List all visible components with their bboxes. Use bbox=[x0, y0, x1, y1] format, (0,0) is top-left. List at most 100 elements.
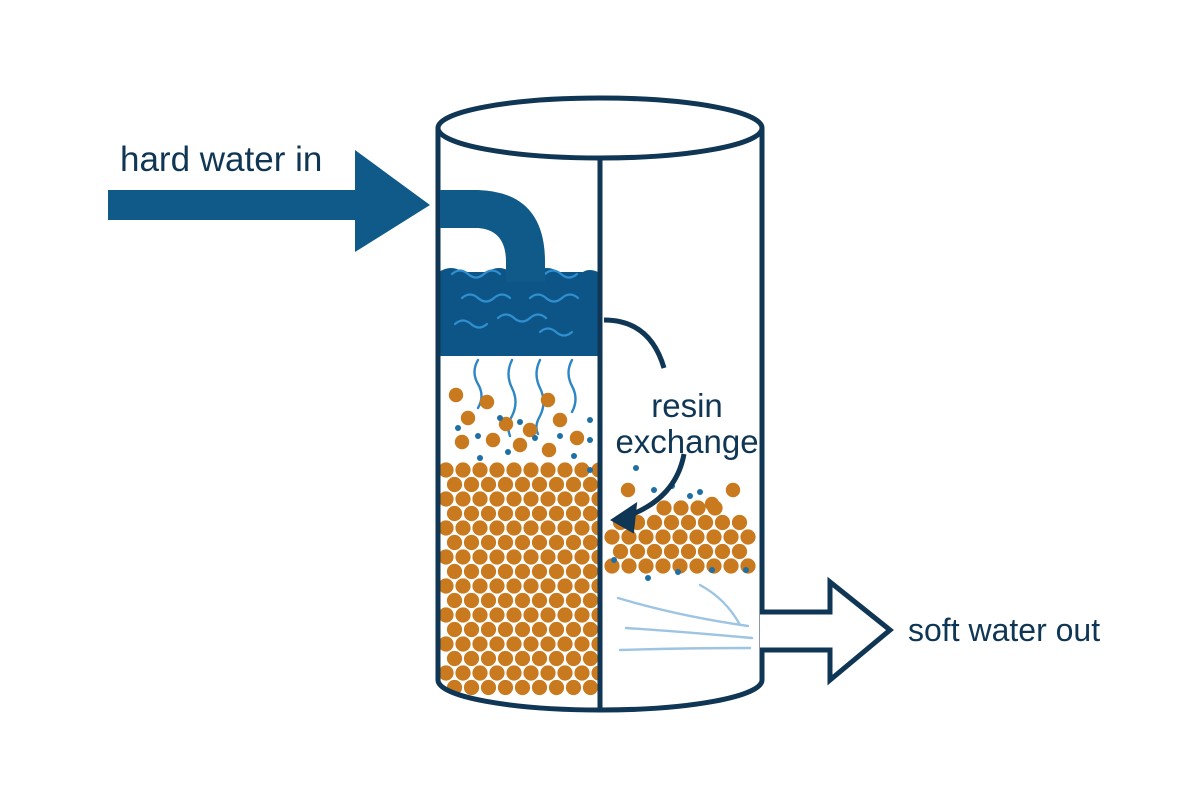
resin-bead bbox=[646, 514, 663, 531]
resin-bead bbox=[620, 482, 636, 498]
resin-bead bbox=[591, 578, 598, 594]
resin-bead bbox=[565, 505, 582, 522]
resin-bead bbox=[697, 514, 714, 531]
resin-exchange-label-line1: resin bbox=[651, 387, 723, 424]
inlet-pipe bbox=[440, 190, 545, 282]
resin-bead bbox=[582, 621, 598, 638]
resin-bead bbox=[514, 563, 531, 580]
resin-bead bbox=[552, 412, 568, 428]
resin-bead bbox=[731, 543, 748, 560]
resin-bead bbox=[548, 592, 565, 609]
resin-bead bbox=[514, 679, 531, 696]
resin-bead bbox=[455, 462, 471, 478]
resin-bead bbox=[663, 543, 680, 560]
ion-dot bbox=[571, 453, 577, 459]
resin-bead bbox=[582, 592, 598, 609]
resin-bead bbox=[574, 578, 590, 594]
resin-bead bbox=[540, 462, 556, 478]
resin-bead bbox=[706, 529, 722, 545]
resin-bead bbox=[548, 534, 565, 551]
resin-bead bbox=[574, 491, 590, 507]
resin-bead bbox=[506, 665, 522, 681]
resin-bead bbox=[472, 520, 488, 536]
resin-bead bbox=[514, 505, 531, 522]
resin-bead bbox=[548, 679, 565, 696]
resin-bead bbox=[480, 563, 497, 580]
inlet-label: hard water in bbox=[120, 140, 323, 179]
resin-bead bbox=[514, 592, 531, 609]
ion-dot bbox=[587, 437, 593, 443]
resin-bead bbox=[621, 558, 637, 574]
resin-bead bbox=[557, 491, 573, 507]
resin-bead bbox=[446, 592, 463, 609]
resin-bead bbox=[531, 563, 548, 580]
resin-bead bbox=[446, 650, 463, 667]
resin-bead bbox=[565, 621, 582, 638]
resin-bead bbox=[714, 543, 731, 560]
resin-bead bbox=[673, 500, 689, 516]
resin-bead bbox=[455, 578, 471, 594]
resin-bead bbox=[439, 520, 454, 536]
resin-bead bbox=[574, 462, 590, 478]
resin-bead bbox=[591, 491, 598, 507]
resin-bead bbox=[512, 437, 528, 453]
resin-bead bbox=[548, 563, 565, 580]
resin-bead bbox=[565, 563, 582, 580]
resin-bead bbox=[446, 505, 463, 522]
resin-bead bbox=[463, 505, 480, 522]
resin-bead bbox=[704, 496, 720, 512]
resin-bead bbox=[463, 563, 480, 580]
resin-bead bbox=[629, 543, 646, 560]
resin-bead bbox=[565, 534, 582, 551]
resin-bead bbox=[638, 529, 654, 545]
resin-bead bbox=[697, 543, 714, 560]
resin-bead bbox=[582, 476, 598, 493]
outlet-arrow bbox=[760, 576, 894, 686]
resin-bed-left bbox=[439, 387, 598, 696]
resin-bead bbox=[506, 520, 522, 536]
resin-bead bbox=[523, 665, 539, 681]
resin-bead bbox=[646, 543, 663, 560]
resin-bead bbox=[689, 558, 705, 574]
resin-bead bbox=[497, 621, 514, 638]
resin-bead bbox=[540, 607, 556, 623]
resin-bead bbox=[463, 650, 480, 667]
resin-bead bbox=[497, 534, 514, 551]
resin-bead bbox=[689, 529, 705, 545]
resin-bead bbox=[690, 500, 706, 516]
resin-bead bbox=[725, 482, 741, 498]
resin-bead bbox=[565, 476, 582, 493]
ion-dot bbox=[687, 493, 693, 499]
resin-bead bbox=[557, 462, 573, 478]
resin-bead bbox=[455, 549, 471, 565]
resin-bead bbox=[523, 578, 539, 594]
resin-bead bbox=[604, 529, 620, 545]
resin-bead bbox=[740, 529, 756, 545]
resin-bead bbox=[655, 529, 671, 545]
resin-bead bbox=[455, 607, 471, 623]
resin-bead bbox=[472, 491, 488, 507]
resin-bead bbox=[498, 416, 514, 432]
resin-bead bbox=[522, 422, 538, 438]
resin-bead bbox=[480, 592, 497, 609]
resin-bead bbox=[656, 500, 672, 516]
ion-dot bbox=[475, 433, 481, 439]
resin-bead bbox=[548, 621, 565, 638]
resin-bead bbox=[446, 534, 463, 551]
ion-dot bbox=[505, 449, 511, 455]
ion-dot bbox=[651, 487, 657, 493]
resin-bead bbox=[557, 578, 573, 594]
resin-bead bbox=[574, 636, 590, 652]
ion-dot bbox=[611, 557, 617, 563]
resin-bead bbox=[506, 462, 522, 478]
resin-bed-right bbox=[604, 482, 756, 574]
resin-bead bbox=[574, 549, 590, 565]
resin-bead bbox=[506, 491, 522, 507]
resin-bead bbox=[655, 558, 671, 574]
ion-dot bbox=[645, 575, 651, 581]
resin-bead bbox=[460, 410, 476, 426]
ion-dot bbox=[557, 433, 563, 439]
resin-bead bbox=[565, 650, 582, 667]
resin-bead bbox=[439, 491, 454, 507]
